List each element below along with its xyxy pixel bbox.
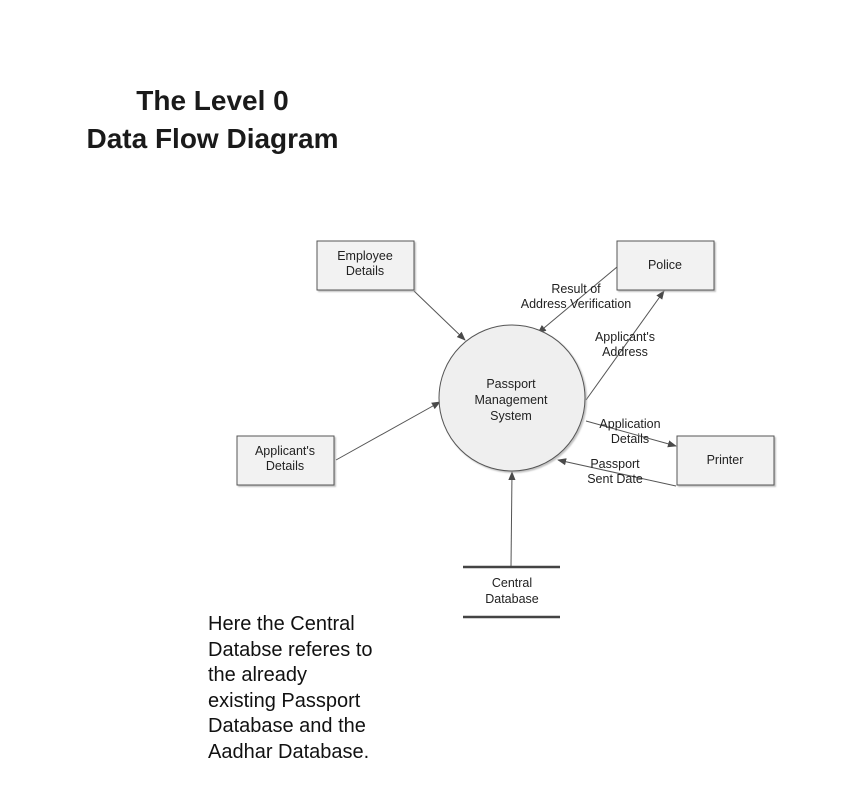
process-label-line-2: Management [475,393,548,407]
flow-police-to-process [537,266,618,334]
entity-printer: Printer [676,435,775,486]
note-line: existing Passport [208,689,361,712]
applicant-label-line-1: Applicant's [255,444,315,458]
flow-database-to-process [508,471,516,568]
note-line: Databse referes to [208,638,373,661]
process-label-line-1: Passport [486,377,536,391]
flow-label-verification: Result of Address Verification [521,282,632,311]
datastore-label-line-1: Central [492,576,532,590]
employee-label-line-1: Employee [337,249,393,263]
flow-label-application: Application Details [599,417,660,446]
entity-employee-details: Employee Details [316,240,415,291]
flow-process-to-printer [585,420,677,448]
database-note: Here the Central Databse referes to the … [208,612,428,765]
employee-label-line-2: Details [346,264,384,278]
address-label-line-2: Address [602,345,648,359]
applicant-label-line-2: Details [266,459,304,473]
application-label-line-1: Application [599,417,660,431]
flow-employee-to-process [413,290,466,341]
sent-label-line-1: Passport [590,457,640,471]
datastore-label-line-2: Database [485,592,539,606]
printer-label: Printer [707,453,744,467]
flow-label-address: Applicant's Address [595,330,655,359]
note-line: the already [208,664,307,686]
datastore-central-database: Central Database [463,565,560,619]
process-label-line-3: System [490,409,532,423]
sent-label-line-2: Sent Date [587,472,643,486]
note-line: Here the Central [208,613,355,635]
note-line: Database and the [208,715,366,737]
diagram-title: The Level 0 Data Flow Diagram [50,82,375,158]
flow-process-to-police [585,290,665,401]
verification-label-line-1: Result of [551,282,601,296]
title-line-1: The Level 0 [136,85,289,116]
note-line: Aadhar Database. [208,740,370,763]
flow-label-sent: Passport Sent Date [587,457,643,486]
entity-police: Police [616,240,715,291]
police-label: Police [648,258,682,272]
process-passport-management-system: Passport Management System [438,324,586,472]
application-label-line-2: Details [611,432,649,446]
verification-label-line-2: Address Verification [521,297,632,311]
address-label-line-1: Applicant's [595,330,655,344]
entity-applicant-details: Applicant's Details [236,435,335,486]
flow-printer-to-process [557,458,677,487]
title-line-2: Data Flow Diagram [86,123,339,154]
flow-applicant-to-process [335,401,441,461]
